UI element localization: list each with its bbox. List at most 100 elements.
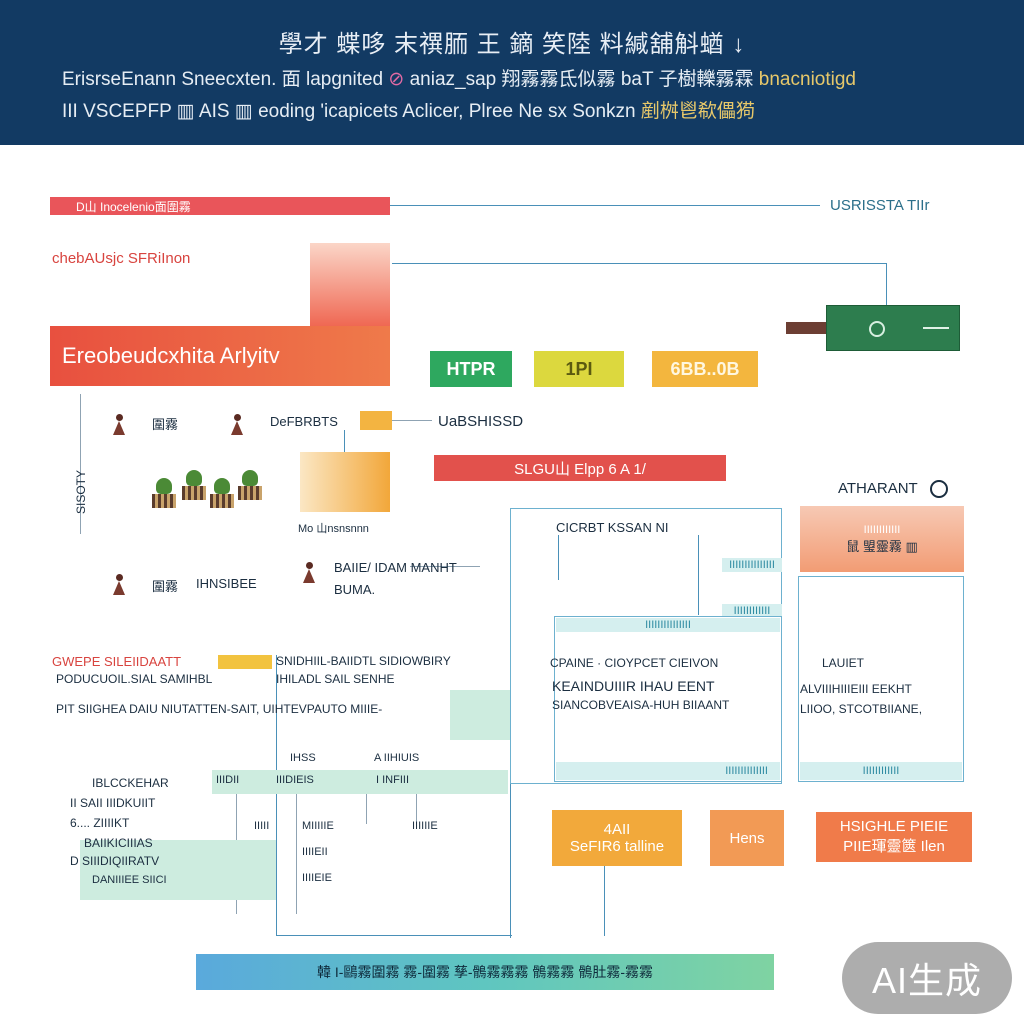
panel-bar: IIIIIIIIIIIIIII bbox=[556, 618, 780, 632]
connector-line bbox=[276, 655, 277, 935]
mint-block bbox=[450, 690, 510, 740]
timeline-tick bbox=[366, 794, 367, 824]
circle-icon bbox=[930, 480, 948, 498]
orange-card-3: HSIGHLE PIEIE PIIE琿靈篋 Ilen bbox=[816, 812, 972, 862]
panel-text-line: KEAINDUIIIR IHAU EENT bbox=[552, 678, 715, 694]
timeline-sub: MIIIIIE bbox=[302, 820, 334, 832]
list-item: BAIIKICIIIAS bbox=[84, 836, 153, 850]
list-item: D SIIIDIQIIRATV bbox=[70, 854, 160, 868]
card-line: 4AII bbox=[603, 821, 631, 838]
red-caption: chebAUsjc SFRiInon bbox=[52, 250, 191, 267]
orange-chip bbox=[360, 411, 392, 430]
vertical-label: SISOTY bbox=[74, 470, 88, 515]
panel-top-label: CICRBT KSSAN NI bbox=[556, 520, 669, 535]
header-text: 子樹轢霧霖 bbox=[658, 69, 754, 90]
header-text: eoding bbox=[258, 101, 316, 122]
list-item: DANIIIEE SIICI bbox=[92, 874, 167, 886]
section-col-2: IHILADL SAIL SENHE bbox=[276, 672, 395, 686]
red-gradient-block bbox=[310, 243, 390, 328]
timeline-tick bbox=[296, 794, 297, 914]
connector-line bbox=[698, 535, 699, 615]
person-icon bbox=[302, 562, 316, 584]
person-icon bbox=[112, 414, 126, 436]
plant-icon bbox=[150, 478, 178, 508]
salmon-box: IIIIIIIIIIII 鼠 琞靈霧 ▥ bbox=[800, 506, 964, 572]
yellow-chip bbox=[218, 655, 272, 669]
top-red-bar-label: D山 Inocelenio面圍霧 bbox=[76, 199, 191, 214]
right-panel bbox=[798, 576, 964, 782]
person-icon bbox=[112, 574, 126, 596]
timeline-sub: IIIIIIE bbox=[412, 820, 438, 832]
item-label: 圍霧 bbox=[152, 417, 179, 432]
header-line-1: ErisrseEnann Sneecxten. 面 lapgnited ⊘ an… bbox=[62, 64, 856, 91]
header-text: 'icapicets bbox=[320, 101, 398, 122]
inner-panel bbox=[554, 616, 782, 782]
section-sub: PODUCUOIL.SIAL SAMIHBL bbox=[56, 672, 213, 686]
header-banner: 學才 蝶哆 末禩胹 王 鏑 笑陸 料緘舖斛蝤 ↓ ErisrseEnann Sn… bbox=[0, 0, 1024, 145]
right-panel-line: ALVIIIHIIIEIII EEKHT bbox=[800, 682, 912, 696]
section-row: PIT SIIGHEA DAIU NIUTATTEN-SAIT, UIHTEVP… bbox=[56, 702, 383, 716]
green-node bbox=[826, 305, 960, 351]
header-text: III VSCEPFP bbox=[62, 101, 172, 122]
section-col-1: SNIDHIIL-BAIIDTL SIDIOWBIRY bbox=[276, 654, 451, 668]
connector-line bbox=[604, 866, 605, 936]
timeline-sub: IIIIEIE bbox=[302, 872, 332, 884]
connector-line bbox=[276, 935, 512, 936]
pill-1pi: 1PI bbox=[534, 351, 624, 387]
header-text: baT bbox=[620, 69, 654, 90]
panel-bar: IIIIIIIIIIII bbox=[722, 604, 782, 618]
timeline-sub: IIIII bbox=[254, 820, 270, 832]
plant-icon bbox=[208, 478, 236, 508]
list-item: 6.... ZIIIIKT bbox=[70, 816, 130, 830]
timeline-tick bbox=[416, 794, 417, 824]
item-label: DeFBRBTS bbox=[270, 414, 338, 429]
activity-bar: Ereobeudcxhita Arlyitv bbox=[50, 326, 390, 386]
item-label: BAIIE/ IDAM MANHT bbox=[334, 560, 457, 575]
panel-footer: IIIIIIIIIIIIII bbox=[556, 762, 780, 780]
header-text: Sneecxten. bbox=[181, 69, 277, 90]
art-label: ATHARANT bbox=[838, 480, 918, 497]
header-text: ErisrseEnann bbox=[62, 69, 177, 90]
person-icon bbox=[230, 414, 244, 436]
right-panel-line: LIIOO, STCOTBIIANE, bbox=[800, 702, 923, 716]
panel-text-line: SIANCOBVEAISA-HUH BIIAANT bbox=[552, 698, 730, 712]
header-text: 面 bbox=[281, 69, 301, 90]
item-label: Mo 山nsnsnnn bbox=[298, 523, 369, 535]
arrow-icon bbox=[923, 327, 949, 329]
pill-http: HTPR bbox=[430, 351, 512, 387]
orange-gradient-block bbox=[300, 452, 390, 512]
timeline-label: A IIHIUIS bbox=[374, 752, 420, 764]
header-line-2: III VSCEPFP ▥ AIS ▥ eoding 'icapicets Ac… bbox=[62, 96, 755, 123]
plant-icon bbox=[236, 470, 264, 500]
header-text: Sonkzn bbox=[572, 101, 636, 122]
footer-label: 韓 I-鷗霧圍霧 霧-圍霧 孳-鶻霧霧霧 鶻霧霧 鶻肚霧-霧霧 bbox=[317, 964, 653, 980]
timeline-sub: IIIIEII bbox=[302, 846, 328, 858]
timeline-label: IIIDIEIS bbox=[276, 774, 314, 786]
right-panel-footer: IIIIIIIIIIII bbox=[800, 762, 962, 780]
timeline-bar bbox=[212, 770, 508, 794]
top-red-bar: D山 Inocelenio面圍霧 bbox=[50, 197, 390, 215]
ai-watermark: AI生成 bbox=[842, 942, 1012, 1014]
connector-line bbox=[410, 566, 480, 567]
pill-6bb: 6BB..0B bbox=[652, 351, 758, 387]
header-text: ▥ bbox=[234, 101, 253, 122]
node-dot-icon bbox=[869, 321, 885, 337]
header-text: 剷桝鬯欷儡㺃 bbox=[640, 101, 755, 122]
item-label: IHNSIBEE bbox=[196, 576, 257, 591]
connector-line bbox=[390, 205, 820, 206]
timeline-label: IHSS bbox=[290, 752, 316, 764]
panel-text-title: CPAINE · CIOYPCET CIEIVON bbox=[550, 656, 719, 670]
header-text: bnacniotigd bbox=[758, 69, 856, 90]
footer-bar: 韓 I-鷗霧圍霧 霧-圍霧 孳-鶻霧霧霧 鶻霧霧 鶻肚霧-霧霧 bbox=[196, 954, 774, 990]
header-text: ▥ AIS bbox=[176, 101, 230, 122]
red-wide-bar: SLGU山 Elpp 6 A 1/ bbox=[434, 455, 726, 481]
red-wide-bar-label: SLGU山 Elpp 6 A 1/ bbox=[514, 460, 646, 478]
header-title: 學才 蝶哆 末禩胹 王 鏑 笑陸 料緘舖斛蝤 ↓ bbox=[278, 31, 746, 58]
timeline-label: IIIDII bbox=[216, 774, 240, 786]
item-label: BUMA. bbox=[334, 582, 376, 597]
activity-bar-label: Ereobeudcxhita Arlyitv bbox=[62, 343, 280, 368]
card-line: SeFIR6 talline bbox=[569, 838, 665, 855]
header-text: aniaz_sap bbox=[409, 69, 497, 90]
connector-line bbox=[392, 263, 886, 264]
list-mint-block bbox=[80, 840, 276, 900]
